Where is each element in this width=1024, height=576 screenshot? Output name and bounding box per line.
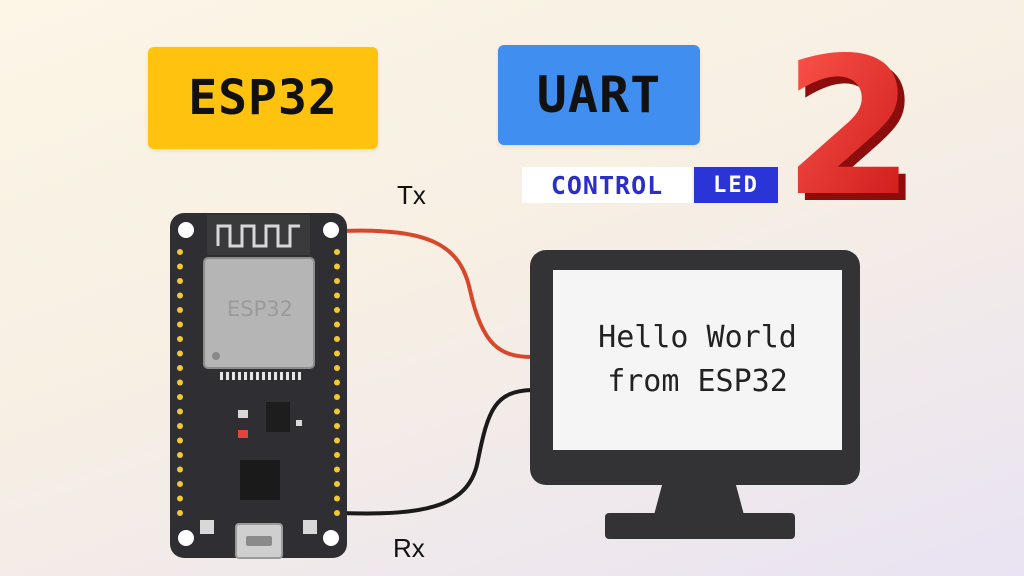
button (303, 520, 317, 534)
module-pad (286, 372, 289, 380)
header-pin (177, 249, 183, 255)
header-pin (334, 452, 340, 458)
header-pin (334, 249, 340, 255)
header-pin (177, 292, 183, 299)
header-pin (334, 365, 340, 371)
header-pin (177, 452, 183, 458)
module-pad (262, 372, 265, 380)
header-pin (177, 365, 183, 371)
monitor-neck (654, 485, 744, 515)
part-number-shadow: 2 (790, 24, 922, 245)
esp32-title-badge: ESP32 (148, 47, 378, 149)
mount-hole (323, 222, 339, 238)
antenna-trace (216, 224, 300, 248)
monitor-text-line-2: from ESP32 (607, 364, 788, 399)
header-pin (334, 292, 340, 299)
header-pin (177, 408, 183, 415)
monitor-text: Hello World from ESP32 (555, 272, 840, 448)
header-pin (177, 321, 183, 328)
rx-label: Rx (393, 533, 425, 563)
header-pin (177, 510, 183, 516)
header-pin (177, 350, 183, 357)
module-pad (268, 372, 271, 380)
module-pad (226, 372, 229, 380)
header-pin (334, 423, 340, 429)
monitor-stand (605, 513, 795, 539)
header-pin (177, 481, 183, 487)
esp32-chip (203, 257, 315, 369)
module-pad (298, 372, 301, 380)
monitor (530, 250, 860, 539)
header-pin (334, 495, 340, 502)
header-pin (334, 394, 340, 400)
module-pad (250, 372, 253, 380)
header-pin (334, 379, 340, 386)
mount-hole (323, 530, 339, 546)
header-pin (334, 510, 340, 516)
module-pad (244, 372, 247, 380)
module-pad (238, 372, 241, 380)
header-pin (177, 437, 183, 444)
mount-hole (178, 222, 194, 238)
led-indicator (238, 430, 248, 438)
module-pad (232, 372, 235, 380)
header-pin (334, 336, 340, 342)
monitor-screen (553, 270, 842, 450)
module-pad (292, 372, 295, 380)
module-pad (274, 372, 277, 380)
header-pin (177, 278, 183, 284)
header-pin (334, 466, 340, 473)
header-pin (334, 481, 340, 487)
uart-title-badge: UART (498, 45, 700, 145)
header-pin (177, 394, 183, 400)
monitor-text-line-1: Hello World (598, 320, 797, 355)
header-pin (177, 495, 183, 502)
control-label: CONTROL (522, 167, 692, 203)
chip-label: ESP32 (227, 297, 293, 321)
header-pin (334, 278, 340, 284)
header-pin (334, 263, 340, 270)
header-pin (334, 307, 340, 313)
regulator-chip (266, 402, 290, 432)
header-pin (177, 263, 183, 270)
usb-uart-chip (240, 460, 280, 500)
header-pin (177, 336, 183, 342)
led-label: LED (694, 167, 778, 203)
tx-wire (341, 228, 533, 359)
header-pin (334, 350, 340, 357)
mount-hole (178, 530, 194, 546)
rx-wire (341, 388, 533, 516)
header-pin (177, 466, 183, 473)
part-number: 2 (783, 17, 915, 238)
header-pin (177, 379, 183, 386)
module-pad (256, 372, 259, 380)
tx-label: Tx (397, 180, 426, 210)
module-pad (280, 372, 283, 380)
header-pin (334, 408, 340, 415)
header-pin (177, 423, 183, 429)
button (200, 520, 214, 534)
header-pin (334, 321, 340, 328)
part-number-2: 2 2 (783, 17, 922, 245)
header-pin (334, 437, 340, 444)
header-pin (177, 307, 183, 313)
esp32-board (170, 213, 347, 559)
module-pad (220, 372, 223, 380)
